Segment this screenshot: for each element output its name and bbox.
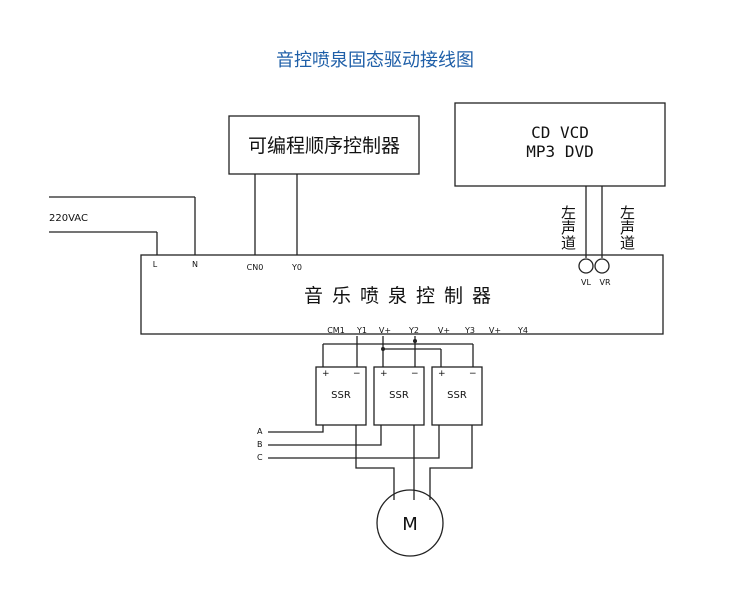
ssr-label-2: SSR [389, 390, 409, 401]
junction-2 [413, 339, 417, 343]
pin-v-plus-1: V+ [379, 326, 391, 335]
pin-y3: Y3 [464, 326, 475, 335]
pin-y1: Y1 [356, 326, 367, 335]
motor-label: M [402, 514, 418, 535]
ssr-box-1 [315, 366, 367, 426]
ssr-plus-1: + [322, 369, 330, 379]
phase-c-wire [268, 425, 440, 459]
ssr-box-2 [373, 366, 425, 426]
phase-a-label: A [257, 427, 263, 436]
ssr-minus-1: − [353, 369, 361, 379]
ssr-minus-2: − [411, 369, 419, 379]
pin-n: N [192, 260, 198, 269]
audio-jack-vl [578, 258, 594, 274]
motor-circle [376, 489, 444, 557]
phase-b-label: B [257, 440, 263, 449]
ssr-label-3: SSR [447, 390, 467, 401]
player-box [454, 102, 666, 187]
pin-cm1: CM1 [327, 326, 345, 335]
player-line2: MP3 DVD [526, 142, 593, 161]
controller-box [140, 254, 664, 335]
controller-label: 音乐喷泉控制器 [304, 285, 500, 307]
pin-y0: Y0 [291, 263, 302, 272]
pin-v-plus-3: V+ [489, 326, 501, 335]
left-channel-label: 左声道 [559, 205, 577, 250]
pin-vr: VR [599, 278, 610, 287]
power-label: 220VAC [49, 213, 88, 224]
pin-cn0: CN0 [247, 263, 264, 272]
out-wire-1 [355, 425, 395, 500]
ssr-plus-2: + [380, 369, 388, 379]
pin-y4: Y4 [517, 326, 528, 335]
pin-y2: Y2 [408, 326, 419, 335]
right-channel-label: 左声道 [618, 205, 636, 250]
phase-a-wire [268, 425, 324, 433]
audio-jack-vr [594, 258, 610, 274]
phase-b-wire [268, 425, 382, 446]
phase-c-label: C [257, 453, 263, 462]
ssr-minus-3: − [469, 369, 477, 379]
ssr-label-1: SSR [331, 390, 351, 401]
junction-1 [381, 347, 385, 351]
player-line1: CD VCD [531, 123, 589, 142]
ssr-box-3 [431, 366, 483, 426]
out-wire-3 [429, 425, 473, 500]
plc-label: 可编程顺序控制器 [248, 135, 400, 157]
plc-box [228, 115, 420, 175]
diagram-title: 音控喷泉固态驱动接线图 [276, 50, 474, 71]
pin-l: L [153, 260, 158, 269]
ssr-plus-3: + [438, 369, 446, 379]
pin-v-plus-2: V+ [438, 326, 450, 335]
pin-vl: VL [581, 278, 591, 287]
